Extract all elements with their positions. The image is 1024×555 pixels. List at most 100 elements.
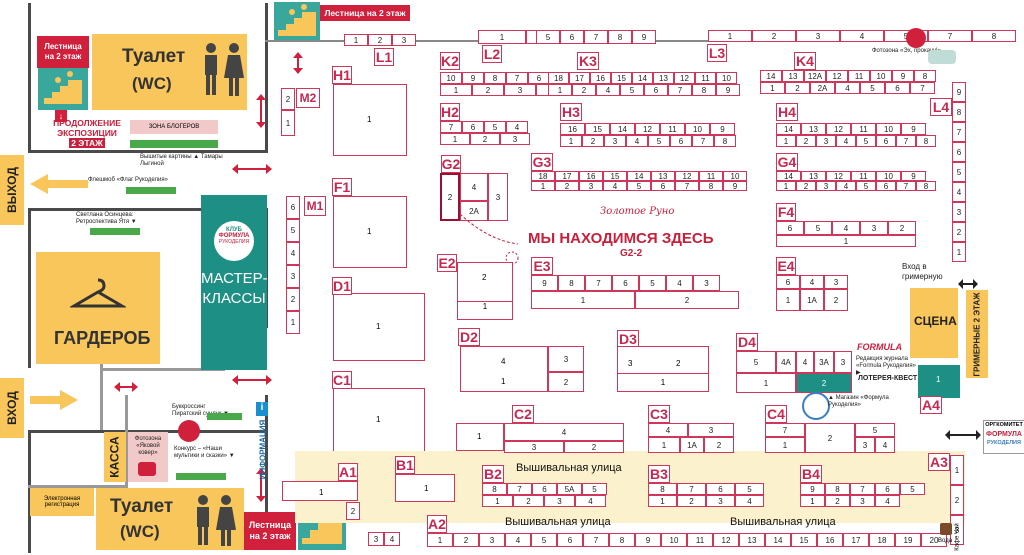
booth-cell[interactable]: 1	[531, 181, 555, 191]
booth-label-k2[interactable]: K2	[440, 52, 460, 70]
booth-d4-4[interactable]: 4	[796, 351, 814, 373]
booth-cell[interactable]: 12	[674, 72, 695, 84]
booth-cell[interactable]: 9	[531, 275, 558, 291]
booth-cell[interactable]: 4	[836, 181, 856, 191]
booth-d4-4a[interactable]: 4A	[776, 351, 796, 373]
booth-cell[interactable]: 5	[804, 221, 832, 235]
booth-c2-2[interactable]: 2	[564, 441, 624, 453]
booth-cell[interactable]: 7	[692, 135, 714, 147]
booth-cell[interactable]: 14	[776, 123, 801, 135]
booth-cell[interactable]: 9	[901, 123, 926, 135]
booth-c2-4[interactable]: 4	[504, 423, 624, 441]
booth-cell[interactable]: 1	[776, 181, 796, 191]
booth-cell[interactable]: 6	[876, 181, 896, 191]
booth-cell[interactable]: 2	[513, 495, 544, 507]
booth-cell[interactable]: 16	[560, 123, 585, 135]
booth-cell[interactable]: 9	[952, 82, 966, 102]
booth-cell[interactable]: 6	[528, 72, 550, 84]
booth-label-a2[interactable]: A2	[427, 515, 447, 533]
booth-label-c4[interactable]: C4	[765, 405, 787, 423]
booth-cell[interactable]: 6	[875, 483, 900, 495]
booth-c4-1[interactable]: 1	[765, 437, 805, 453]
booth-cell[interactable]: 11	[699, 171, 723, 181]
booth-cell[interactable]: 16	[817, 533, 843, 547]
booth-label-l4[interactable]: L4	[930, 98, 952, 116]
booth-cell[interactable]: 13	[651, 171, 675, 181]
booth-cell[interactable]: 6	[776, 275, 800, 289]
booth-cell[interactable]: 3	[860, 221, 888, 235]
booth-c2-3[interactable]: 3	[504, 441, 564, 453]
booth-cell[interactable]: 1	[776, 235, 916, 247]
booth-cell[interactable]: 1	[952, 242, 966, 262]
booth-label-g4[interactable]: G4	[776, 153, 798, 171]
booth-cell[interactable]: 3	[693, 275, 720, 291]
booth-cell[interactable]: 15	[611, 72, 632, 84]
booth-cell[interactable]: 5	[582, 483, 607, 495]
booth-cell[interactable]: 8	[916, 135, 936, 147]
booth-cell[interactable]: 1	[950, 455, 964, 485]
booth-cell[interactable]: 6	[557, 533, 583, 547]
booth-cell[interactable]: 20	[921, 533, 947, 547]
booth-label-k4[interactable]: K4	[794, 52, 816, 70]
booth-cell[interactable]: 7	[952, 122, 966, 142]
booth-cell[interactable]: 6	[776, 221, 804, 235]
booth-cell[interactable]: 7	[850, 483, 875, 495]
booth-cell[interactable]: 3	[824, 275, 848, 289]
booth-cell[interactable]: 12	[635, 123, 660, 135]
booth-cell[interactable]: 11	[695, 72, 716, 84]
booth-cell[interactable]: 13	[801, 123, 826, 135]
booth-cell[interactable]: 6	[952, 142, 966, 162]
booth-a1[interactable]: 1	[282, 481, 358, 501]
booth-c4-4[interactable]: 4	[875, 437, 895, 453]
booth-label-e2[interactable]: E2	[437, 254, 457, 272]
booth-cell[interactable]: 8	[916, 181, 936, 191]
booth-label-l2[interactable]: L2	[482, 45, 502, 63]
booth-cell[interactable]: 5	[286, 219, 300, 242]
booth-label-a4[interactable]: A4	[920, 396, 942, 414]
booth-cell[interactable]: 5	[900, 483, 925, 495]
booth-label-f4[interactable]: F4	[776, 203, 796, 221]
booth-label-d1[interactable]: D1	[332, 277, 352, 295]
booth-d4-1[interactable]: 1	[736, 373, 796, 393]
booth-cell[interactable]: 3	[816, 181, 836, 191]
booth-cell[interactable]: 5	[735, 483, 764, 495]
booth-cell[interactable]: 19	[895, 533, 921, 547]
booth-cell[interactable]: 18	[548, 72, 569, 84]
booth-cell[interactable]: 8	[972, 30, 1016, 42]
booth-cell[interactable]: 4	[840, 30, 884, 42]
booth-label-b2[interactable]: B2	[482, 465, 504, 483]
booth-c3-1a[interactable]: 1A	[680, 437, 704, 453]
booth-cell[interactable]: 12	[713, 533, 739, 547]
booth-cell[interactable]: 1	[560, 135, 582, 147]
booth-cell[interactable]: 17	[843, 533, 869, 547]
booth-cell[interactable]: 1	[708, 30, 752, 42]
booth-cell[interactable]: 4	[626, 135, 648, 147]
booth-cell[interactable]: 4	[836, 135, 856, 147]
booth-cell[interactable]: 1	[776, 289, 800, 311]
booth-cell[interactable]: 3	[604, 135, 626, 147]
booth-label-l3[interactable]: L3	[707, 44, 727, 62]
booth-cell[interactable]: 5	[860, 82, 885, 94]
booth-cell[interactable]: 1	[760, 82, 785, 94]
booth-cell[interactable]: 14	[632, 72, 653, 84]
booth-cell[interactable]: 10	[661, 533, 687, 547]
booth-label-k3[interactable]: K3	[577, 52, 599, 70]
booth-c3-3[interactable]: 3	[688, 423, 734, 437]
booth-c4-7[interactable]: 7	[765, 423, 805, 437]
booth-cell[interactable]: 5	[620, 84, 644, 96]
booth-cell[interactable]: 8	[482, 483, 507, 495]
booth-cell[interactable]: 1	[427, 533, 453, 547]
booth-cell[interactable]: 7	[910, 82, 935, 94]
booth-cell[interactable]: 2	[752, 30, 796, 42]
booth-cell[interactable]: 8	[648, 483, 677, 495]
booth-cell[interactable]: 2	[888, 221, 916, 235]
booth-cell[interactable]: 2	[582, 135, 604, 147]
booth-b1[interactable]: 1	[395, 474, 455, 502]
booth-cell[interactable]: 8	[692, 84, 716, 96]
booth-cell[interactable]: 6	[876, 135, 896, 147]
booth-cell[interactable]: 4	[506, 121, 528, 133]
booth-cell[interactable]: 3	[816, 135, 836, 147]
booth-cell[interactable]: 5	[856, 135, 876, 147]
booth-e2[interactable]: 2 1	[457, 262, 513, 320]
